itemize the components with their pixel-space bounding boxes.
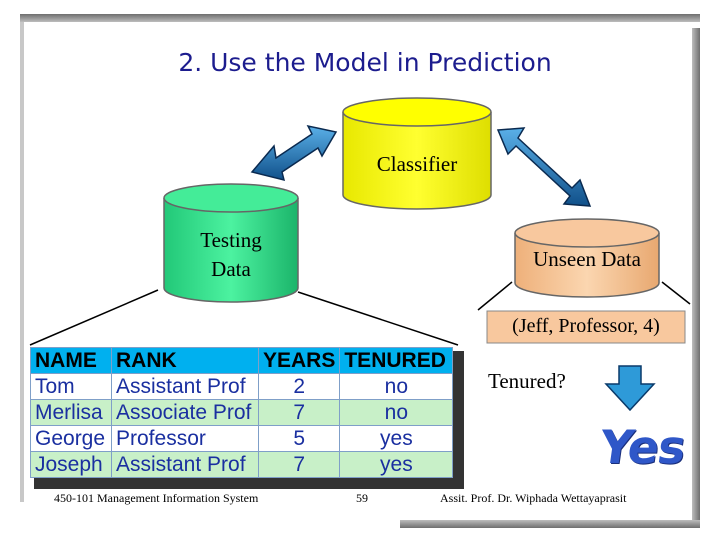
cell-name: George xyxy=(30,425,112,452)
unseen-data-label: Unseen Data xyxy=(533,247,641,271)
unseen-instance-text: (Jeff, Professor, 4) xyxy=(512,315,660,337)
table-row: Joseph Assistant Prof 7 yes xyxy=(30,451,454,478)
unseen-data-cylinder xyxy=(514,218,660,298)
cell-years: 7 xyxy=(257,451,341,478)
cell-years: 7 xyxy=(257,399,341,426)
footer-author: Assit. Prof. Dr. Wiphada Wettayaprasit xyxy=(440,491,627,505)
table-header-row: NAME RANK YEARS TENURED xyxy=(30,347,454,374)
cell-years: 5 xyxy=(257,425,341,452)
cell-name: Joseph xyxy=(30,451,112,478)
header-rank: RANK xyxy=(111,347,259,374)
unseen-instance-box xyxy=(486,310,686,344)
header-tenured: TENURED xyxy=(339,347,454,374)
table-row: George Professor 5 yes xyxy=(30,425,454,452)
slide-frame-bottom xyxy=(400,520,700,528)
cell-name: Merlisa xyxy=(30,399,112,426)
testing-data-label-line2: Data xyxy=(211,257,251,281)
cell-tenured: no xyxy=(339,399,454,426)
double-arrow-right xyxy=(496,127,592,207)
cell-rank: Assistant Prof xyxy=(111,451,259,478)
slide-frame-left xyxy=(20,22,24,502)
tenured-question: Tenured? xyxy=(488,369,566,393)
testing-data-label-line1: Testing xyxy=(200,228,262,252)
table-row: Tom Assistant Prof 2 no xyxy=(30,373,454,400)
cell-tenured: yes xyxy=(339,425,454,452)
unseen-to-instance-lines xyxy=(477,281,691,311)
cell-years: 2 xyxy=(257,373,341,400)
down-arrow xyxy=(604,365,656,412)
cell-rank: Assistant Prof xyxy=(111,373,259,400)
testing-data-table: NAME RANK YEARS TENURED Tom Assistant Pr… xyxy=(30,347,454,478)
cell-tenured: no xyxy=(339,373,454,400)
table-row: Merlisa Associate Prof 7 no xyxy=(30,399,454,426)
header-years: YEARS xyxy=(257,347,341,374)
cell-rank: Professor xyxy=(111,425,259,452)
cell-tenured: yes xyxy=(339,451,454,478)
slide-title: 2. Use the Model in Prediction xyxy=(178,48,552,77)
classifier-label: Classifier xyxy=(376,152,458,176)
classifier-cylinder xyxy=(342,97,492,210)
slide-frame-right xyxy=(692,28,700,528)
testing-data-cylinder xyxy=(163,183,299,303)
footer-page-number: 59 xyxy=(356,491,368,505)
cell-rank: Associate Prof xyxy=(111,399,259,426)
header-name: NAME xyxy=(30,347,112,374)
yes-graphic: Yes xyxy=(596,420,689,474)
double-arrow-left xyxy=(250,124,338,182)
footer-course: 450-101 Management Information System xyxy=(54,491,259,505)
slide-frame-top xyxy=(20,14,700,22)
cell-name: Tom xyxy=(30,373,112,400)
testing-to-table-lines xyxy=(29,289,459,346)
